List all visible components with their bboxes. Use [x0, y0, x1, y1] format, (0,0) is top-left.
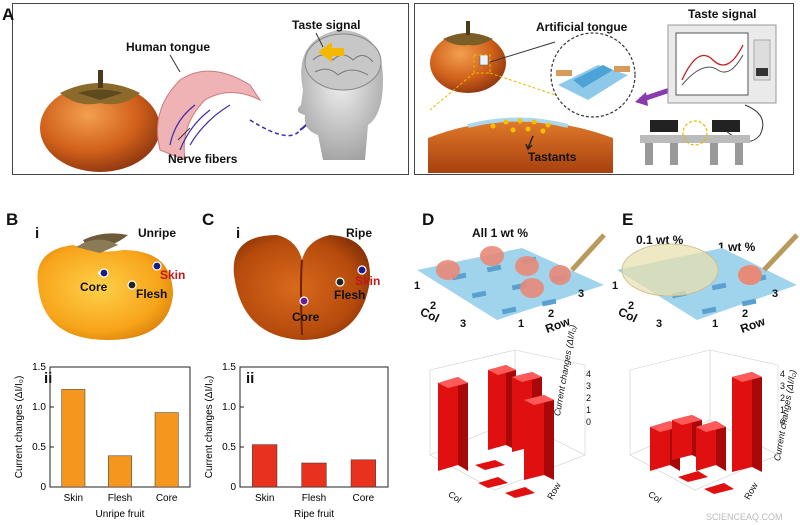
e-col-tick-2: 2 — [628, 300, 635, 312]
e-bar-ztick-3: 3 — [780, 381, 786, 391]
persimmon-illustration — [40, 70, 160, 172]
chart-b-xtick-label: Skin — [64, 493, 83, 504]
panel-c-ii-label: ii — [246, 370, 255, 387]
panel-label-a: A — [2, 5, 15, 24]
d-3d-bar-chart — [429, 349, 586, 498]
chart-c-bar-core — [350, 459, 376, 488]
label-taste-signal-left: Taste signal — [292, 18, 361, 32]
e-bar-ztick-1: 1 — [780, 405, 786, 415]
panel-b-i-label: i — [35, 225, 40, 242]
chart-b-ylabel: Current changes (ΔI/I₀) — [14, 376, 25, 479]
d-bar-ztick-0: 0 — [586, 417, 592, 427]
e-row-tick-3: 3 — [772, 288, 779, 300]
chart-b-ytick-label: 1.0 — [32, 402, 46, 413]
d-col-tick-3: 3 — [460, 318, 467, 330]
ripe-persimmon-photo — [233, 235, 371, 340]
chart-c-ytick-label: 1.5 — [222, 362, 236, 373]
panel-label-b: B — [6, 210, 19, 229]
label-nerve-fibers: Nerve fibers — [168, 152, 238, 166]
d-bar-ztick-3: 3 — [586, 381, 592, 391]
persimmon-sensor-illustration — [430, 21, 506, 93]
label-ripe-skin: Skin — [355, 274, 381, 288]
label-taste-signal-right: Taste signal — [688, 7, 757, 21]
sensor-magnifier — [550, 32, 636, 118]
unripe-persimmon-photo — [37, 233, 173, 340]
label-e-conc-high: 1 wt % — [718, 240, 756, 254]
chart-b-bar-flesh — [108, 455, 132, 488]
chart-c-xtick-label: Flesh — [302, 493, 326, 504]
chart-c-ytick-label: 0 — [230, 482, 236, 493]
d-bar-ztick-1: 1 — [586, 405, 592, 415]
chart-c-ytick-label: 0.5 — [222, 442, 236, 453]
chart-c-ylabel: Current changes (ΔI/I₀) — [204, 376, 215, 479]
label-unripe: Unripe — [138, 226, 177, 240]
chart-b-xtick-label: Core — [156, 493, 178, 504]
chart-c-xlabel: Ripe fruit — [294, 509, 334, 520]
panel-a-right-frame — [414, 3, 794, 175]
monitor-illustration — [667, 24, 777, 104]
e-col-tick-1: 1 — [612, 280, 619, 292]
label-d-concentration: All 1 wt % — [472, 226, 529, 240]
panel-label-c: C — [202, 210, 215, 229]
e-3d-bar-chart — [629, 349, 779, 494]
chart-b-bar-skin — [61, 389, 86, 488]
e-bar-ztick-0: 0 — [780, 417, 786, 427]
probe-station-illustration — [640, 104, 764, 165]
panel-c-i-label: i — [236, 225, 241, 242]
chart-b-ytick-label: 0.5 — [32, 442, 46, 453]
panel-label-e: E — [622, 210, 634, 229]
chart-c-bar-flesh — [301, 462, 327, 488]
d-bar-zticks: 4 3 2 1 0 — [586, 368, 591, 428]
d-col-tick-1: 1 — [414, 280, 421, 292]
e-bar-zticks: 4 3 2 1 0 — [780, 368, 785, 428]
sensor-array-e — [617, 233, 799, 320]
chart-c-ytick-label: 1.0 — [222, 402, 236, 413]
chart-b-bar-core — [154, 412, 179, 488]
label-ripe-core: Core — [292, 310, 320, 324]
d-col-tick-2: 2 — [430, 300, 437, 312]
label-ripe: Ripe — [346, 226, 373, 240]
chart-b-ytick-label: 0 — [40, 482, 46, 493]
panel-a-left-frame — [12, 3, 409, 175]
d-row-tick-1: 1 — [518, 318, 525, 330]
d-bar-ztick-4: 4 — [586, 369, 592, 379]
chart-c-bar-skin — [252, 444, 278, 488]
e-bar-ztick-4: 4 — [780, 369, 786, 379]
label-ripe-flesh: Flesh — [334, 288, 366, 302]
e-bar-ztick-2: 2 — [780, 393, 786, 403]
label-artificial-tongue: Artificial tongue — [536, 20, 628, 34]
chart-c-xtick-label: Core — [352, 493, 374, 504]
chart-c-xtick-label: Skin — [255, 493, 274, 504]
chart-b-ytick-label: 1.5 — [32, 362, 46, 373]
sensor-array-d — [417, 233, 606, 320]
human-tongue-illustration — [157, 70, 262, 161]
taste-signal-arrow-icon — [318, 42, 344, 62]
panel-b-ii-label: ii — [44, 370, 53, 387]
d-bar-ztick-2: 2 — [586, 393, 592, 403]
e-row-tick-2: 2 — [742, 308, 749, 320]
label-unripe-flesh: Flesh — [136, 287, 168, 301]
label-tastants: Tastants — [528, 150, 577, 164]
label-e-conc-low: 0.1 wt % — [636, 233, 684, 247]
label-unripe-core: Core — [80, 280, 108, 294]
panel-label-d: D — [422, 210, 435, 229]
persimmon-skin-closeup — [428, 117, 613, 173]
label-human-tongue: Human tongue — [126, 40, 210, 54]
d-row-tick-3: 3 — [578, 288, 585, 300]
chart-b-xlabel: Unripe fruit — [96, 509, 145, 520]
d-row-tick-2: 2 — [548, 308, 555, 320]
chart-b-xtick-label: Flesh — [108, 493, 132, 504]
e-row-tick-1: 1 — [712, 318, 719, 330]
label-unripe-skin: Skin — [160, 268, 186, 282]
watermark: SCIENCEAQ.COM — [706, 512, 783, 522]
e-col-tick-3: 3 — [656, 318, 663, 330]
